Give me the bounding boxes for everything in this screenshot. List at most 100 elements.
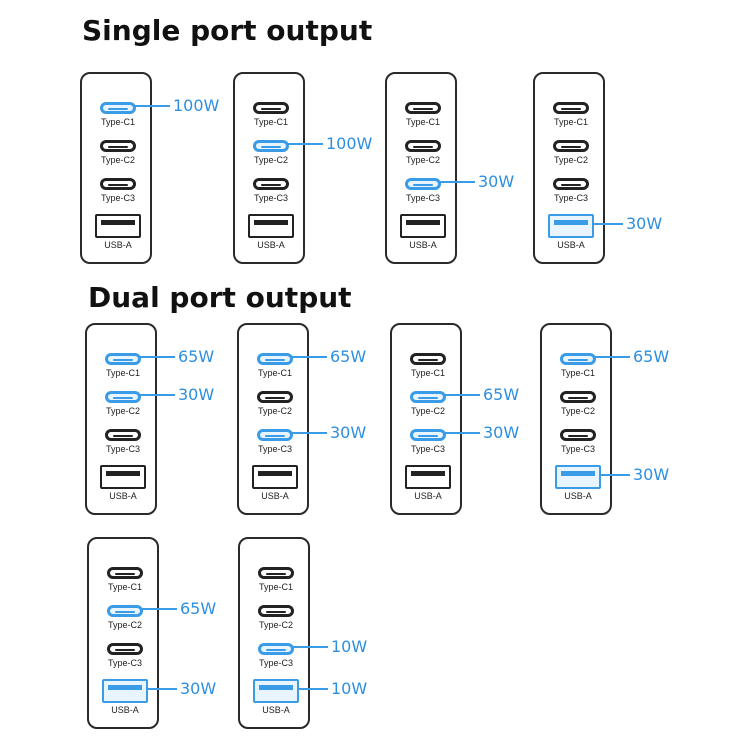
type-c1-port-active [560,353,596,365]
usb-a-port-active [555,465,601,489]
type-c2-port-active [107,605,143,617]
port-label: USB-A [257,240,285,250]
type-c1-port [553,102,589,114]
output-wattage: 65W [180,599,217,618]
port-label: Type-C3 [258,658,293,668]
port-label: Type-C3 [257,444,292,454]
usb-a-port-active [548,214,594,238]
port-label: Type-C2 [553,155,588,165]
usb-a-port [100,465,146,489]
type-c1-port-active [257,353,293,365]
type-c3-port-active [405,178,441,190]
port-label: Type-C1 [253,117,288,127]
port-label: USB-A [557,240,585,250]
output-wattage: 65W [633,347,670,366]
port-label: Type-C1 [258,582,293,592]
connector-line [297,688,328,690]
type-c2-port [560,391,596,403]
output-wattage: 30W [633,465,670,484]
output-wattage: 10W [331,637,368,656]
port-label: Type-C1 [405,117,440,127]
port-label: Type-C1 [553,117,588,127]
port-label: Type-C3 [405,193,440,203]
port-label: USB-A [109,491,137,501]
type-c2-port-active [253,140,289,152]
port-label: Type-C3 [253,193,288,203]
port-label: Type-C3 [410,444,445,454]
type-c1-port [253,102,289,114]
port-label: USB-A [111,705,139,715]
usb-a-port [400,214,446,238]
connector-line [444,432,480,434]
port-label: USB-A [262,705,290,715]
connector-line [287,143,323,145]
connector-line [291,356,327,358]
type-c1-port [107,567,143,579]
port-label: Type-C1 [107,582,142,592]
port-label: Type-C3 [100,193,135,203]
output-wattage: 30W [478,172,515,191]
connector-line [146,688,177,690]
port-label: Type-C2 [560,406,595,416]
connector-line [592,223,623,225]
output-wattage: 65W [330,347,367,366]
type-c2-port [257,391,293,403]
type-c1-port [410,353,446,365]
connector-line [292,646,328,648]
port-label: Type-C1 [105,368,140,378]
output-wattage: 30W [626,214,663,233]
usb-a-port [248,214,294,238]
type-c2-port [258,605,294,617]
port-label: Type-C3 [553,193,588,203]
type-c3-port-active [410,429,446,441]
port-label: Type-C2 [107,620,142,630]
port-label: Type-C1 [560,368,595,378]
connector-line [139,356,175,358]
port-label: Type-C3 [560,444,595,454]
port-label: USB-A [104,240,132,250]
usb-a-port-active [102,679,148,703]
connector-line [291,432,327,434]
port-label: Type-C2 [257,406,292,416]
connector-line [439,181,475,183]
port-label: Type-C3 [107,658,142,668]
port-label: Type-C1 [257,368,292,378]
connector-line [134,105,170,107]
connector-line [444,394,480,396]
port-label: USB-A [409,240,437,250]
output-wattage: 30W [330,423,367,442]
type-c3-port [253,178,289,190]
port-label: Type-C1 [410,368,445,378]
type-c1-port-active [100,102,136,114]
type-c2-port [100,140,136,152]
port-label: Type-C1 [100,117,135,127]
single-port-heading: Single port output [82,14,373,47]
port-label: Type-C3 [105,444,140,454]
port-label: Type-C2 [105,406,140,416]
type-c3-port-active [257,429,293,441]
type-c3-port [107,643,143,655]
output-wattage: 30W [180,679,217,698]
type-c1-port [258,567,294,579]
type-c3-port [560,429,596,441]
port-label: USB-A [414,491,442,501]
port-label: Type-C2 [100,155,135,165]
type-c2-port [405,140,441,152]
connector-line [594,356,630,358]
type-c2-port-active [105,391,141,403]
connector-line [139,394,175,396]
output-wattage: 30W [483,423,520,442]
usb-a-port-active [253,679,299,703]
type-c1-port-active [105,353,141,365]
type-c3-port [100,178,136,190]
type-c2-port-active [410,391,446,403]
